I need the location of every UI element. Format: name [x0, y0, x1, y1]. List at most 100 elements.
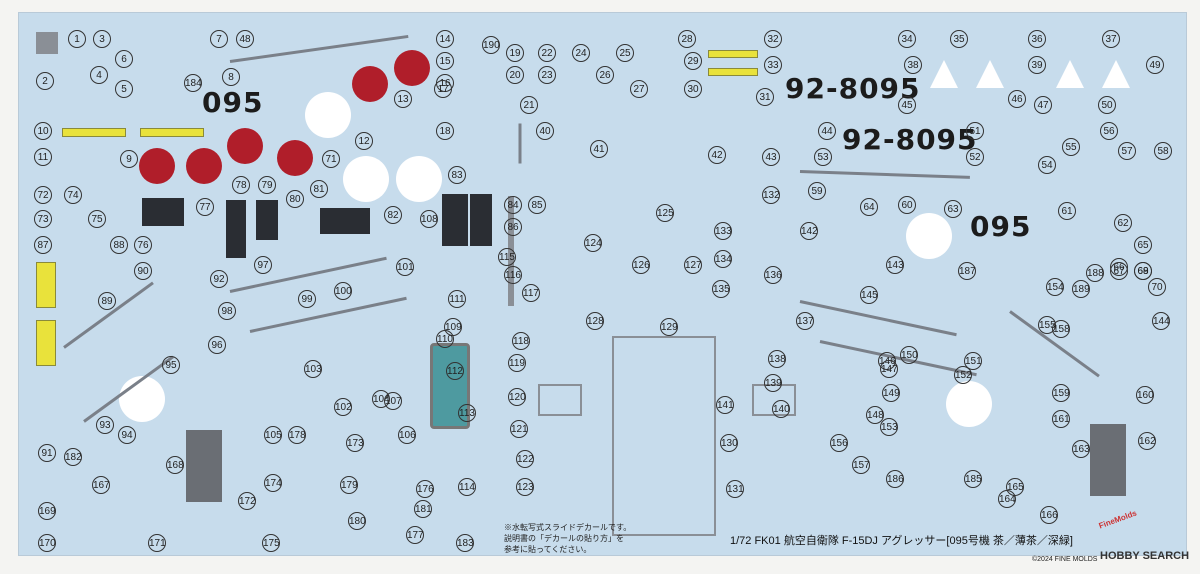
decal-number-126: 126 [632, 256, 650, 274]
decal-number-46: 46 [1008, 90, 1026, 108]
decal-number-17: 17 [434, 80, 452, 98]
decal-number-44: 44 [818, 122, 836, 140]
code-095-left: 095 [202, 86, 264, 119]
decal-number-124: 124 [584, 234, 602, 252]
decal-number-63: 63 [944, 200, 962, 218]
decal-number-118: 118 [512, 332, 530, 350]
decal-number-145: 145 [860, 286, 878, 304]
decal-number-27: 27 [630, 80, 648, 98]
grey-square [36, 32, 58, 54]
decal-number-113: 113 [458, 404, 476, 422]
hinomaru-6 [186, 148, 222, 184]
decal-number-73: 73 [34, 210, 52, 228]
decal-number-100: 100 [334, 282, 352, 300]
decal-number-135: 135 [712, 280, 730, 298]
decal-number-75: 75 [88, 210, 106, 228]
decal-number-179: 179 [340, 476, 358, 494]
hinomaru-2 [352, 66, 388, 102]
decal-number-64: 64 [860, 198, 878, 216]
decal-number-132: 132 [762, 186, 780, 204]
copyright: ©2024 FINE MOLDS [1032, 556, 1098, 563]
decal-number-65: 65 [1134, 236, 1152, 254]
line-10 [518, 123, 522, 164]
decal-number-48: 48 [236, 30, 254, 48]
box-1 [538, 384, 582, 416]
decal-number-154: 154 [1046, 278, 1064, 296]
decal-number-176: 176 [416, 480, 434, 498]
decal-number-157: 157 [852, 456, 870, 474]
fuselage-panel [612, 336, 716, 536]
decal-number-24: 24 [572, 44, 590, 62]
decal-number-108: 108 [420, 210, 438, 228]
decal-number-47: 47 [1034, 96, 1052, 114]
serial-top: 92-8095 [785, 72, 921, 105]
decal-number-147: 147 [880, 360, 898, 378]
decal-number-161: 161 [1052, 410, 1070, 428]
decal-number-182: 182 [64, 448, 82, 466]
decal-number-76: 76 [134, 236, 152, 254]
decal-number-95: 95 [162, 356, 180, 374]
decal-number-168: 168 [166, 456, 184, 474]
decal-number-159: 159 [1052, 384, 1070, 402]
decal-number-45: 45 [898, 96, 916, 114]
decal-number-42: 42 [708, 146, 726, 164]
decal-number-54: 54 [1038, 156, 1056, 174]
white-disc-5 [119, 376, 165, 422]
decal-number-11: 11 [34, 148, 52, 166]
note-line-3: 参考に貼ってください。 [504, 545, 592, 554]
decal-number-150: 150 [900, 346, 918, 364]
decal-number-7: 7 [210, 30, 228, 48]
decal-number-170: 170 [38, 534, 56, 552]
decal-number-32: 32 [764, 30, 782, 48]
decal-number-1: 1 [68, 30, 86, 48]
panel-6 [320, 208, 370, 234]
decal-number-60: 60 [898, 196, 916, 214]
decal-number-10: 10 [34, 122, 52, 140]
panel-5 [470, 194, 492, 246]
decal-number-30: 30 [684, 80, 702, 98]
dark-wedge-right [1090, 424, 1126, 496]
decal-number-91: 91 [38, 444, 56, 462]
decal-number-90: 90 [134, 262, 152, 280]
decal-number-82: 82 [384, 206, 402, 224]
decal-number-171: 171 [148, 534, 166, 552]
decal-number-123: 123 [516, 478, 534, 496]
yellow-panel-1 [36, 262, 56, 308]
decal-number-74: 74 [64, 186, 82, 204]
decal-number-190: 190 [482, 36, 500, 54]
decal-number-101: 101 [396, 258, 414, 276]
decal-number-116: 116 [504, 266, 522, 284]
decal-number-162: 162 [1138, 432, 1156, 450]
white-disc-3 [396, 156, 442, 202]
decal-number-86: 86 [504, 218, 522, 236]
decal-number-173: 173 [346, 434, 364, 452]
decal-number-56: 56 [1100, 122, 1118, 140]
decal-number-89: 89 [98, 292, 116, 310]
decal-number-130: 130 [720, 434, 738, 452]
decal-number-22: 22 [538, 44, 556, 62]
decal-number-96: 96 [208, 336, 226, 354]
decal-number-152: 152 [954, 366, 972, 384]
decal-number-117: 117 [522, 284, 540, 302]
decal-number-61: 61 [1058, 202, 1076, 220]
decal-number-50: 50 [1098, 96, 1116, 114]
decal-number-98: 98 [218, 302, 236, 320]
white-disc-6 [946, 381, 992, 427]
hinomaru-3 [227, 128, 263, 164]
decal-number-188: 188 [1086, 264, 1104, 282]
decal-number-128: 128 [586, 312, 604, 330]
decal-number-115: 115 [498, 248, 516, 266]
decal-number-107: 107 [384, 392, 402, 410]
decal-number-110: 110 [436, 330, 454, 348]
hinomaru-5 [139, 148, 175, 184]
decal-number-185: 185 [964, 470, 982, 488]
decal-number-114: 114 [458, 478, 476, 496]
decal-number-138: 138 [768, 350, 786, 368]
decal-number-172: 172 [238, 492, 256, 510]
decal-number-58: 58 [1154, 142, 1172, 160]
decal-number-33: 33 [764, 56, 782, 74]
decal-number-26: 26 [596, 66, 614, 84]
decal-number-19: 19 [506, 44, 524, 62]
decal-number-165: 165 [1006, 478, 1024, 496]
decal-number-38: 38 [904, 56, 922, 74]
